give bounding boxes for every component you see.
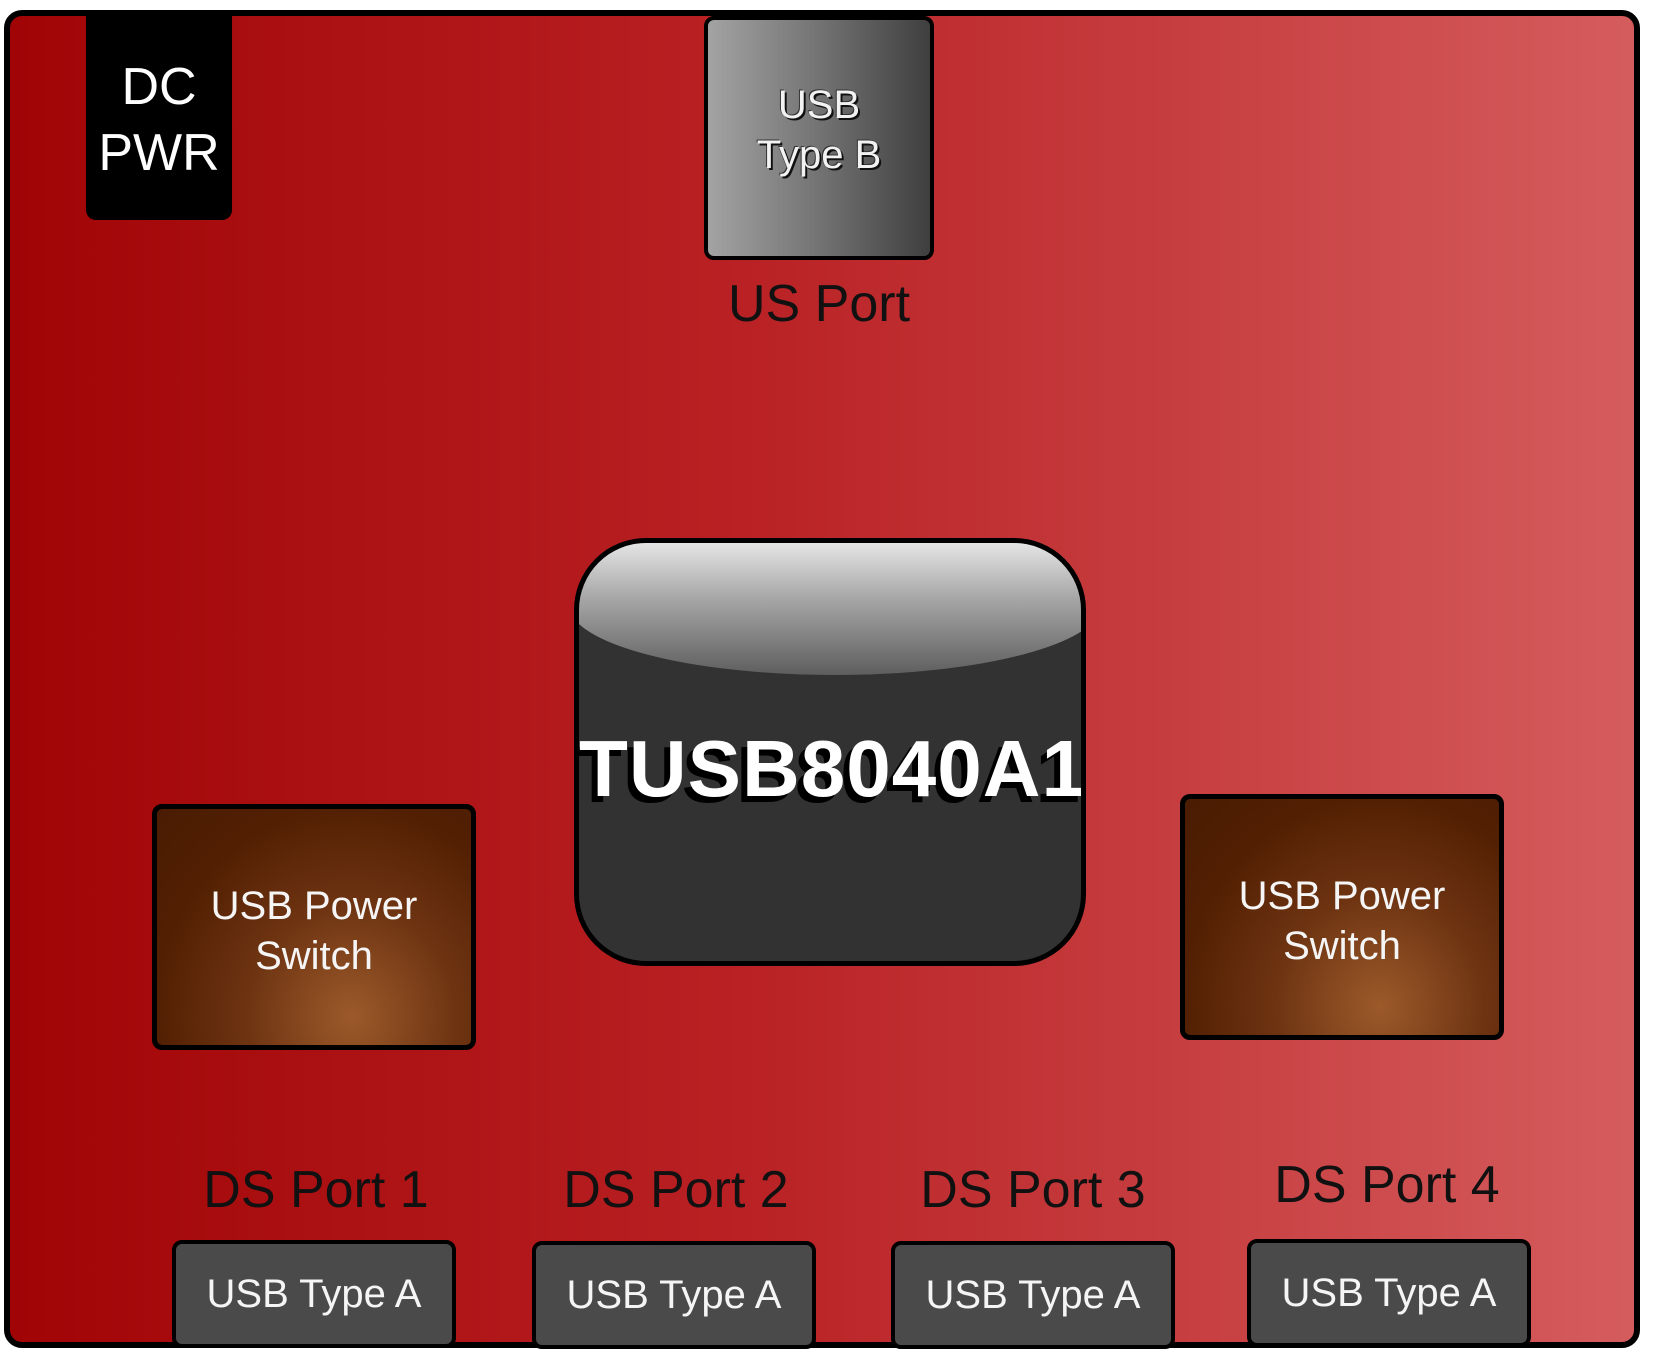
hub-chip-label: TUSB8040A1 xyxy=(579,724,1086,813)
dc-power-jack: DC PWR xyxy=(86,12,232,220)
type-b-line2: Type B xyxy=(756,133,882,177)
switch-left-line2: Switch xyxy=(255,934,373,978)
us-port-label: US Port xyxy=(727,275,911,333)
hub-chip: TUSB8040A1 xyxy=(574,538,1086,966)
usb-type-a-connector-2: USB Type A xyxy=(532,1241,816,1349)
switch-left-line1: USB Power xyxy=(210,884,418,928)
ds-port-3-label: DS Port 3 xyxy=(920,1161,1146,1219)
usb-type-a-connector-4: USB Type A xyxy=(1247,1239,1531,1347)
ds-port-4-label: DS Port 4 xyxy=(1274,1156,1500,1214)
switch-right-line2: Switch xyxy=(1283,924,1401,968)
ds-port-1-label: DS Port 1 xyxy=(203,1161,429,1219)
ds-port-2-label: DS Port 2 xyxy=(563,1161,789,1219)
chip-gloss xyxy=(579,543,1081,675)
usb-power-switch-left: USB Power Switch xyxy=(152,804,476,1050)
dc-power-line1: DC xyxy=(121,58,197,116)
dc-power-line2: PWR xyxy=(98,124,220,182)
usb-power-switch-right: USB Power Switch xyxy=(1180,794,1504,1040)
usb-type-a-connector-1: USB Type A xyxy=(172,1240,456,1348)
usb-type-b-connector: USB Type B xyxy=(704,16,934,260)
switch-right-line1: USB Power xyxy=(1238,874,1446,918)
type-b-line1: USB xyxy=(777,83,861,127)
usb-type-a-connector-3: USB Type A xyxy=(891,1241,1175,1349)
